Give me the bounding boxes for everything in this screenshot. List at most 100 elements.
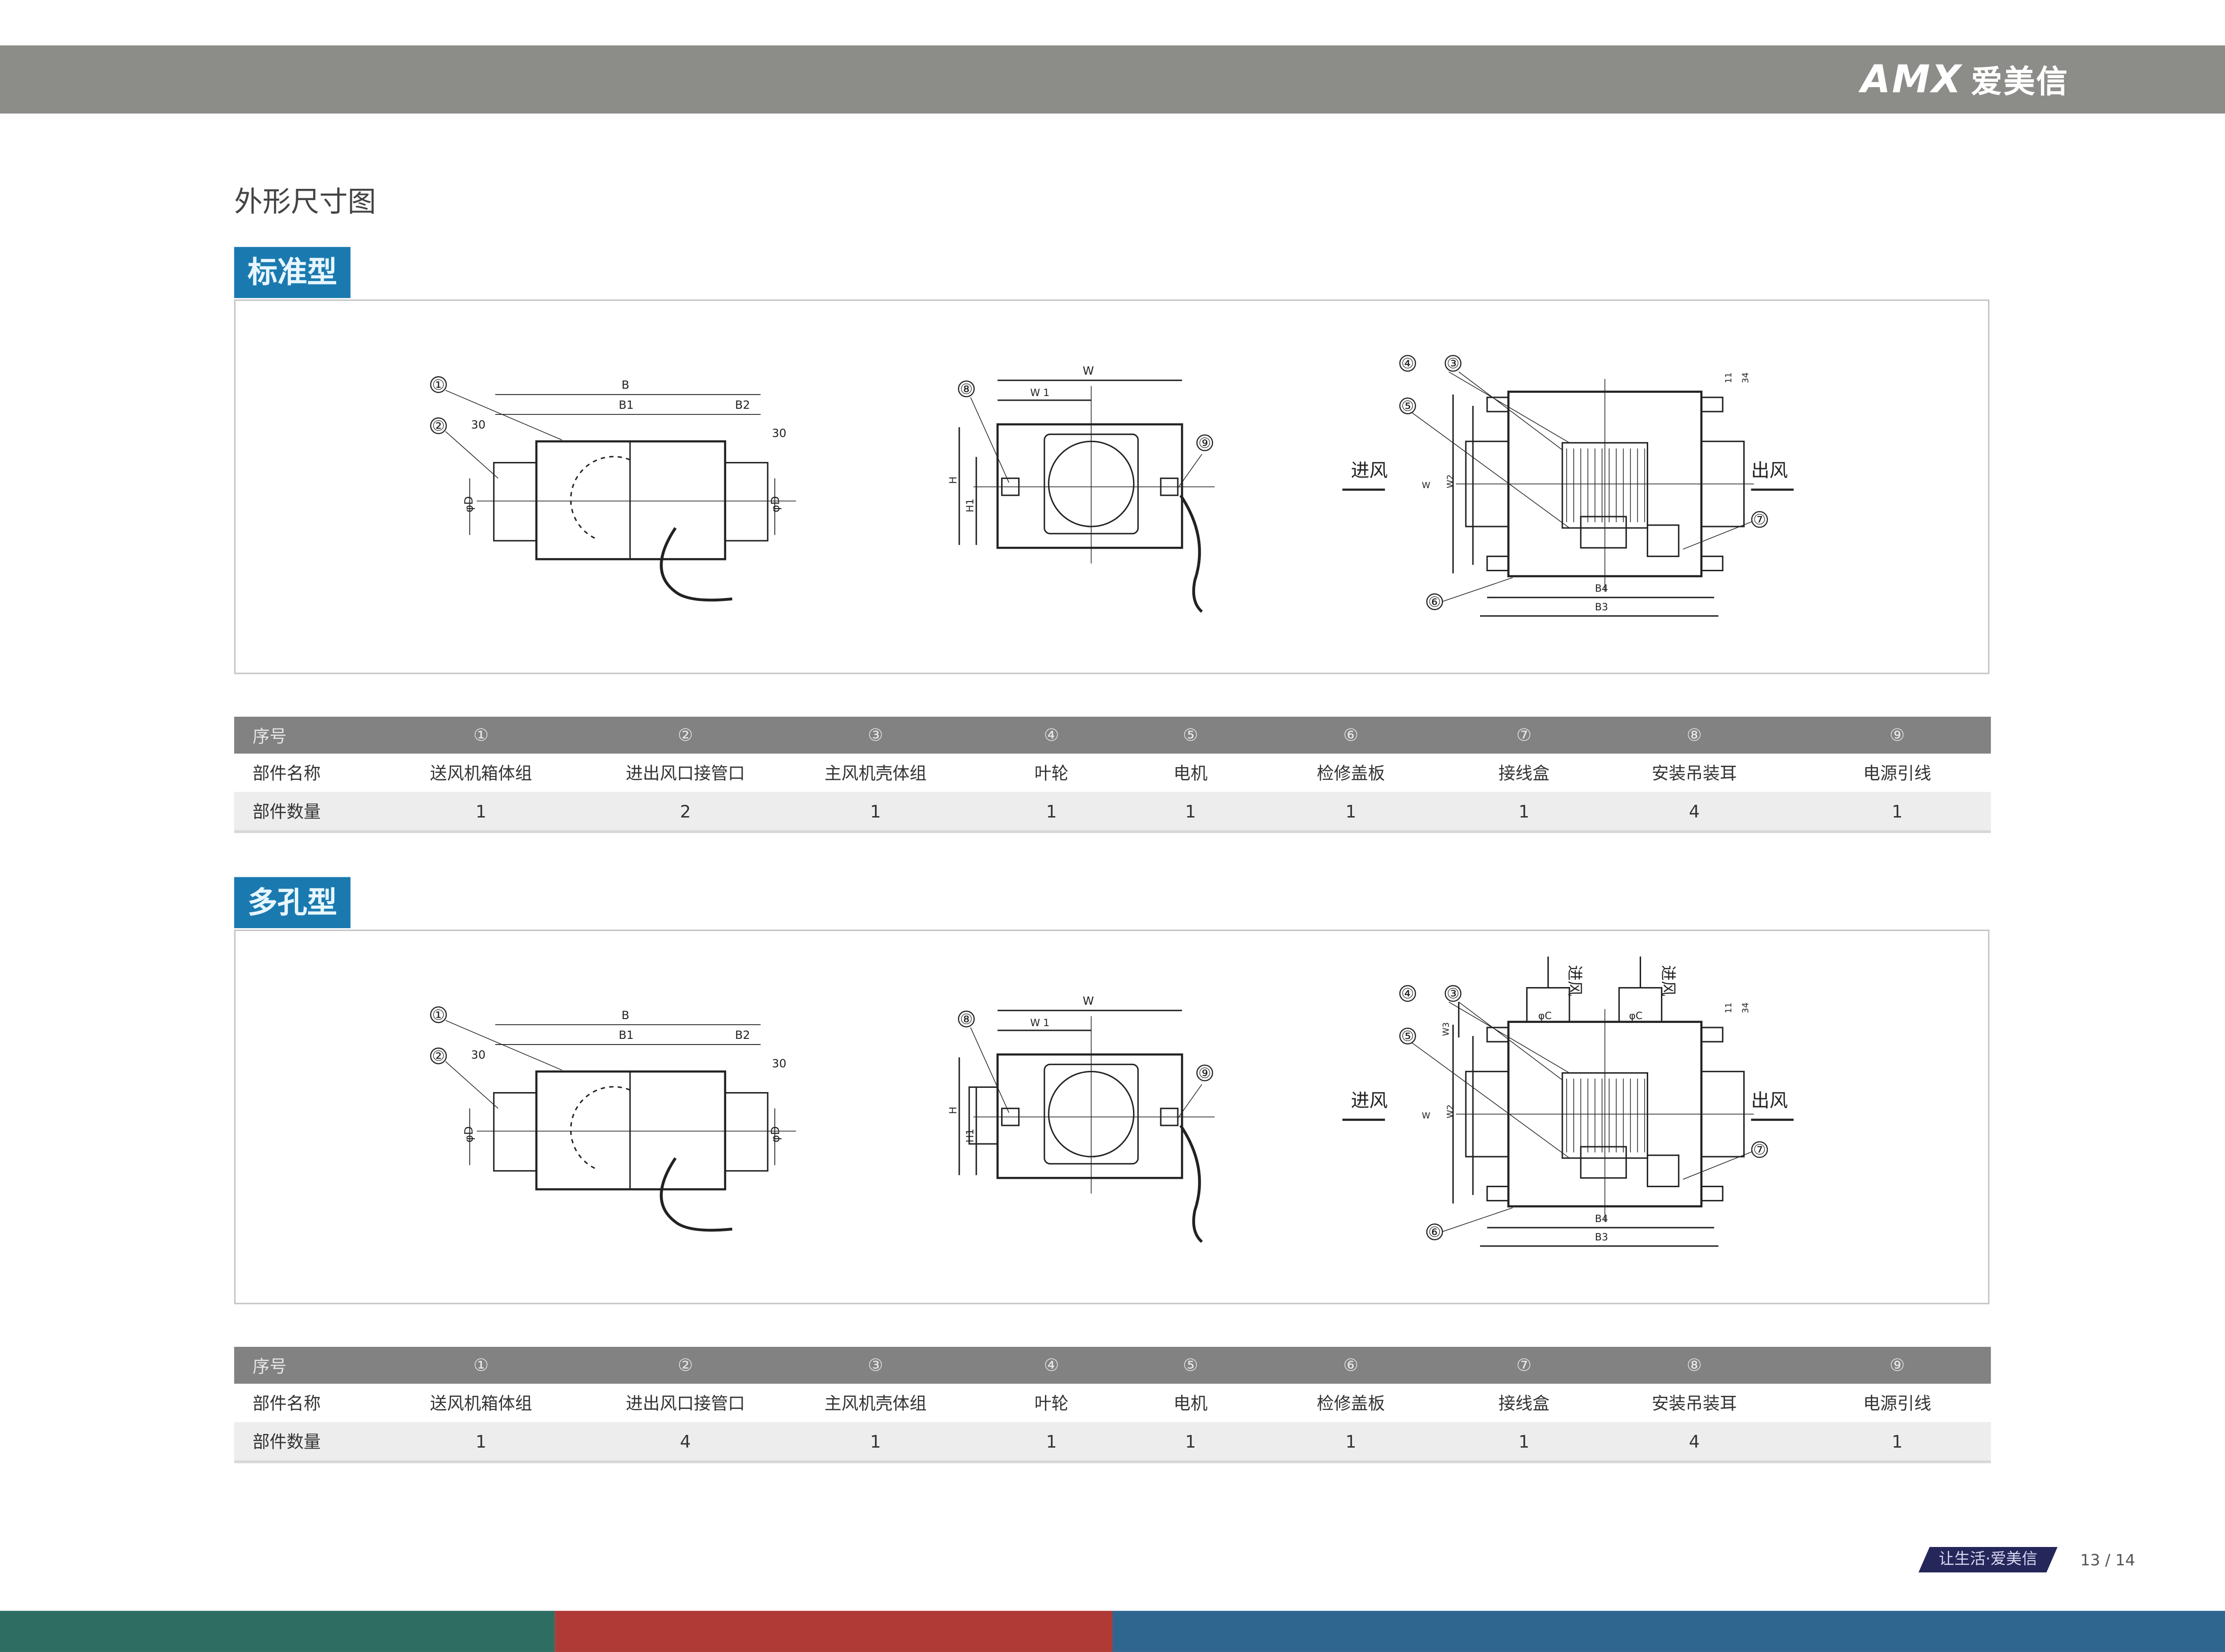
svg-text:⑤: ⑤: [1401, 1028, 1414, 1045]
table-cell: 叶轮: [1034, 1393, 1069, 1414]
part-marker: ④: [1399, 985, 1416, 1002]
dimension-label: B: [622, 379, 630, 392]
dimension-label: H: [947, 477, 959, 484]
front-view-drawing: [958, 1010, 1215, 1243]
dimension-label: W: [1083, 364, 1094, 378]
part-marker: ②: [430, 1047, 447, 1065]
svg-text:②: ②: [432, 418, 445, 435]
dimension-label: W 1: [1030, 387, 1050, 398]
table-cell: 检修盖板: [1317, 763, 1385, 784]
row-label: 序号: [252, 726, 287, 746]
svg-text:⑧: ⑧: [960, 1011, 973, 1028]
svg-text:⑨: ⑨: [1198, 1065, 1211, 1082]
dimension-label: 进风: [1659, 965, 1678, 996]
dimension-label: B2: [735, 1028, 750, 1042]
table-cell: 接线盒: [1498, 1393, 1550, 1414]
dimension-label: B: [622, 1009, 630, 1022]
table-cell: ⑧: [1686, 1355, 1702, 1376]
table-cell: 1: [870, 1431, 881, 1451]
table-cell: ⑨: [1889, 1355, 1905, 1376]
svg-text:⑨: ⑨: [1198, 435, 1211, 452]
dimension-label: W: [1422, 481, 1430, 491]
table-cell: 进出风口接管口: [625, 1393, 745, 1414]
dimension-label: φD: [769, 1126, 782, 1142]
footer-slogan: 让生活·爱美信: [1918, 1547, 2058, 1573]
dimension-label: B3: [1595, 601, 1608, 613]
section-tag-standard: 标准型: [234, 247, 351, 298]
dimension-label: H1: [964, 1129, 976, 1142]
table-cell: 电源引线: [1863, 763, 1932, 784]
top-view-drawing: [1342, 956, 1794, 1247]
top-view-drawing: [1342, 371, 1794, 617]
dimension-label: W3: [1441, 1022, 1451, 1036]
dimension-label: 进风: [1351, 461, 1388, 482]
row-label: 序号: [252, 1356, 287, 1376]
table-cell: 1: [1345, 1431, 1357, 1451]
table-cell: ①: [473, 1355, 489, 1376]
footer-bar-red: [555, 1611, 1113, 1652]
dimension-label: B4: [1595, 1213, 1608, 1224]
dimension-label: W2: [1446, 474, 1456, 488]
row-label: 部件数量: [252, 802, 321, 822]
svg-text:①: ①: [432, 1007, 445, 1023]
table-cell: 1: [1892, 801, 1903, 821]
part-marker: ⑦: [1751, 1141, 1768, 1158]
svg-text:③: ③: [1447, 356, 1459, 372]
dimension-label: 11: [1723, 1003, 1733, 1013]
dimension-label: W: [1422, 1111, 1430, 1121]
svg-text:⑤: ⑤: [1401, 398, 1414, 414]
table-cell: 叶轮: [1034, 763, 1069, 784]
dimension-label: H: [947, 1107, 959, 1114]
table-cell: ④: [1044, 1355, 1060, 1376]
footer-bar-blue: [1112, 1611, 2225, 1652]
page-number: 13 / 14: [2080, 1551, 2136, 1570]
dimension-label: 30: [772, 427, 786, 440]
table-cell: 电机: [1173, 1393, 1208, 1414]
dimension-label: B2: [735, 398, 750, 412]
part-marker: ①: [430, 376, 447, 393]
dimension-label: W 1: [1030, 1017, 1050, 1028]
table-cell: 4: [680, 1431, 691, 1451]
page-title: 外形尺寸图: [234, 184, 376, 219]
table-cell: ①: [473, 725, 489, 745]
logo-text-cn: 爱美信: [1971, 65, 2069, 101]
table-cell: 送风机箱体组: [430, 1393, 533, 1414]
table-cell: 1: [1892, 1431, 1903, 1451]
dimension-label: B3: [1595, 1231, 1608, 1243]
part-marker: ④: [1399, 355, 1416, 372]
dimension-label: 进风: [1351, 1091, 1388, 1112]
dimension-label: 11: [1723, 373, 1733, 383]
table-cell: ⑦: [1516, 725, 1532, 745]
table-cell: 安装吊装耳: [1651, 763, 1737, 784]
table-cell: 1: [1345, 801, 1357, 821]
part-marker: ②: [430, 417, 447, 435]
part-name-row: 部件名称送风机箱体组进出风口接管口主风机壳体组叶轮电机检修盖板接线盒安装吊装耳电…: [234, 1384, 1991, 1422]
dimension-label: φC: [1538, 1010, 1552, 1021]
row-label: 部件名称: [252, 1393, 321, 1414]
svg-text:①: ①: [432, 377, 445, 393]
svg-text:④: ④: [1401, 356, 1414, 372]
table-cell: ⑦: [1516, 1355, 1532, 1376]
front-view-drawing: [958, 380, 1215, 613]
part-marker: ⑨: [1196, 434, 1214, 452]
table-cell: 4: [1689, 801, 1700, 821]
table-cell: 4: [1689, 1431, 1700, 1451]
logo-text-en: AMX: [1861, 57, 1963, 102]
table-cell: 接线盒: [1498, 763, 1550, 784]
svg-text:⑧: ⑧: [960, 381, 973, 397]
table-cell: 主风机壳体组: [824, 763, 927, 784]
table-cell: 电源引线: [1863, 1393, 1932, 1414]
svg-text:④: ④: [1401, 986, 1414, 1002]
dimension-label: φD: [769, 496, 782, 512]
side-view-drawing: [445, 390, 796, 602]
table-cell: 安装吊装耳: [1651, 1393, 1737, 1414]
table-cell: ⑧: [1686, 725, 1702, 745]
table-cell: ③: [868, 725, 883, 745]
footer-bar-green: [0, 1611, 555, 1652]
table-cell: 1: [1185, 1431, 1196, 1451]
